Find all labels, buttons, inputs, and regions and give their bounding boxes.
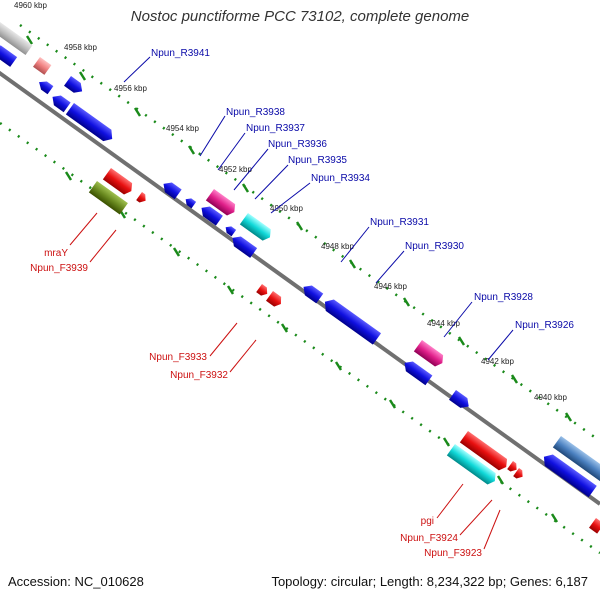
accession-text: Accession: NC_010628 <box>8 574 144 589</box>
gene-label-reverse[interactable]: Npun_R3934 <box>311 173 370 184</box>
gene-arrow[interactable] <box>205 189 239 218</box>
gene-label-forward[interactable]: Npun_F3933 <box>149 352 207 363</box>
gene-arrow[interactable] <box>64 76 86 96</box>
gene-arrow[interactable] <box>160 179 182 200</box>
gene-arrow[interactable] <box>0 42 18 67</box>
gene-label-reverse[interactable]: Npun_R3928 <box>474 292 533 303</box>
gene-arrow[interactable] <box>65 103 116 145</box>
gene-arrow[interactable] <box>300 282 324 304</box>
gene-label-forward[interactable]: Npun_F3923 <box>424 548 482 559</box>
gene-arrow[interactable] <box>102 168 136 197</box>
gene-label-reverse[interactable]: Npun_R3931 <box>370 217 429 228</box>
scale-label: 4956 kbp <box>114 84 147 93</box>
forward-strand-genes <box>88 168 600 534</box>
gene-arrow[interactable] <box>401 358 433 386</box>
gene-label-reverse[interactable]: Npun_R3937 <box>246 123 305 134</box>
gene-label-reverse[interactable]: Npun_R3935 <box>288 155 347 166</box>
gene-label-reverse[interactable]: Npun_R3936 <box>268 139 327 150</box>
gene-arrow[interactable] <box>449 390 472 411</box>
gene-arrow[interactable] <box>0 22 33 56</box>
gene-arrow[interactable] <box>413 340 447 369</box>
gene-arrow[interactable] <box>229 233 258 258</box>
scale-label: 4944 kbp <box>427 319 460 328</box>
gene-arrow[interactable] <box>36 78 54 95</box>
gene-label-reverse[interactable]: Npun_R3938 <box>226 107 285 118</box>
gene-arrow[interactable] <box>256 284 270 298</box>
scale-label: 4954 kbp <box>166 124 199 133</box>
genome-backbone <box>0 70 600 506</box>
gene-arrow[interactable] <box>552 436 600 483</box>
gene-label-reverse[interactable]: Npun_R3930 <box>405 241 464 252</box>
scale-label: 4960 kbp <box>14 1 47 10</box>
gene-arrow[interactable] <box>239 213 274 243</box>
gene-arrow[interactable] <box>88 181 128 215</box>
reverse-strand-genes <box>0 22 600 498</box>
forward-label-leaders <box>69 212 501 550</box>
scale-label: 4952 kbp <box>219 165 252 174</box>
gene-arrow[interactable] <box>198 203 223 226</box>
scale-label: 4958 kbp <box>64 43 97 52</box>
gene-label-forward[interactable]: Npun_F3924 <box>400 533 458 544</box>
gene-label-forward[interactable]: Npun_F3932 <box>170 370 228 381</box>
gene-arrow[interactable] <box>459 431 510 473</box>
gene-arrow[interactable] <box>33 57 52 75</box>
gene-label-forward[interactable]: mraY <box>44 248 68 259</box>
gene-arrow[interactable] <box>266 291 284 309</box>
map-title: Nostoc punctiforme PCC 73102, complete g… <box>130 8 470 25</box>
gene-arrow[interactable] <box>589 518 600 534</box>
reverse-label-leaders <box>123 56 514 361</box>
gene-arrow[interactable] <box>321 296 382 345</box>
genome-stats-text: Topology: circular; Length: 8,234,322 bp… <box>271 574 588 589</box>
inner-tick-rail <box>0 121 600 555</box>
gene-label-forward[interactable]: pgi <box>421 516 434 527</box>
gene-arrow[interactable] <box>183 196 197 209</box>
gene-arrow[interactable] <box>136 192 148 205</box>
outer-tick-rail <box>19 23 600 443</box>
scale-label: 4950 kbp <box>270 204 303 213</box>
gene-label-forward[interactable]: Npun_F3939 <box>30 263 88 274</box>
gene-arrow[interactable] <box>446 444 499 487</box>
scale-ticks <box>25 35 573 422</box>
gene-label-reverse[interactable]: Npun_R3941 <box>151 48 210 59</box>
scale-label: 4942 kbp <box>481 357 514 366</box>
scale-label: 4948 kbp <box>321 242 354 251</box>
gene-arrow[interactable] <box>49 92 71 113</box>
scale-label: 4940 kbp <box>534 393 567 402</box>
inner-ticks <box>64 171 559 523</box>
gene-arrow[interactable] <box>223 224 237 237</box>
scale-label: 4946 kbp <box>374 282 407 291</box>
gene-label-reverse[interactable]: Npun_R3926 <box>515 320 574 331</box>
gene-arrow[interactable] <box>540 451 597 498</box>
gene-arrow[interactable] <box>513 468 525 481</box>
gene-arrow[interactable] <box>507 461 519 474</box>
